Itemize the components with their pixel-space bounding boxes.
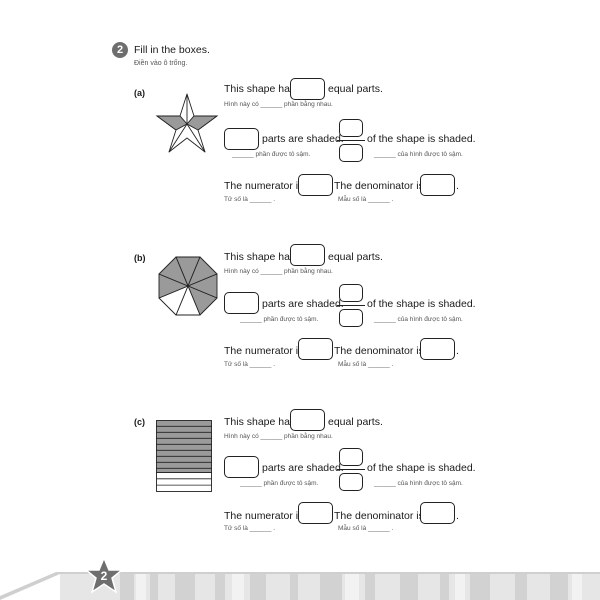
denominator-vi-a: Mẫu số là ______ . — [338, 196, 394, 203]
denominator-text-c: The denominator is — [334, 510, 424, 522]
numerator-vi-a: Tử số là ______ . — [224, 196, 275, 203]
period-b: . — [456, 345, 459, 357]
denominator-text-a: The denominator is — [334, 180, 424, 192]
parts-shaded-vi-b: ______ phần được tô sậm. — [240, 316, 319, 323]
equal-parts-input-c[interactable] — [290, 409, 325, 431]
question-number-badge: 2 — [112, 42, 128, 58]
fraction-bar-c — [337, 469, 365, 470]
equal-parts-input-b[interactable] — [290, 244, 325, 266]
octagon-shape — [158, 256, 218, 316]
numerator-text-a: The numerator is — [224, 180, 304, 192]
equal-parts-text-c: equal parts. — [328, 416, 383, 428]
star-badge-icon — [84, 556, 124, 594]
numerator-input-a[interactable] — [298, 174, 333, 196]
denominator-vi-b: Mẫu số là ______ . — [338, 361, 394, 368]
denominator-input-a[interactable] — [420, 174, 455, 196]
shape-has-text-a: This shape has — [224, 83, 296, 95]
denominator-input-c[interactable] — [420, 502, 455, 524]
of-shape-shaded-vi-a: ______ của hình được tô sậm. — [374, 151, 463, 158]
footer-strip — [0, 572, 600, 600]
denominator-input-b[interactable] — [420, 338, 455, 360]
fraction-numerator-input-a[interactable] — [339, 119, 363, 137]
equal-parts-input-a[interactable] — [290, 78, 325, 100]
of-shape-shaded-text-c: of the shape is shaded. — [367, 462, 476, 474]
of-shape-shaded-vi-c: ______ của hình được tô sậm. — [374, 480, 463, 487]
part-c-label: (c) — [134, 417, 145, 427]
of-shape-shaded-vi-b: ______ của hình được tô sậm. — [374, 316, 463, 323]
parts-shaded-text-c: parts are shaded. — [262, 462, 344, 474]
fraction-denominator-input-c[interactable] — [339, 473, 363, 491]
numerator-text-c: The numerator is — [224, 510, 304, 522]
period-a: . — [456, 180, 459, 192]
numerator-input-b[interactable] — [298, 338, 333, 360]
fraction-bar-a — [337, 140, 365, 141]
period-c: . — [456, 510, 459, 522]
of-shape-shaded-text-b: of the shape is shaded. — [367, 298, 476, 310]
star-shape — [155, 93, 219, 153]
part-b-label: (b) — [134, 253, 146, 263]
shape-has-text-c: This shape has — [224, 416, 296, 428]
numerator-vi-b: Tử số là ______ . — [224, 361, 275, 368]
shaded-parts-input-a[interactable] — [224, 128, 259, 150]
shaded-parts-input-b[interactable] — [224, 292, 259, 314]
fraction-numerator-input-b[interactable] — [339, 284, 363, 302]
shaded-parts-input-c[interactable] — [224, 456, 259, 478]
shape-has-text-b: This shape has — [224, 251, 296, 263]
parts-shaded-text-a: parts are shaded. — [262, 133, 344, 145]
parts-shaded-text-b: parts are shaded. — [262, 298, 344, 310]
part-a-label: (a) — [134, 88, 145, 98]
denominator-text-b: The denominator is — [334, 345, 424, 357]
rectangle-strips-shape — [156, 420, 212, 492]
fraction-bar-b — [337, 305, 365, 306]
fraction-numerator-input-c[interactable] — [339, 448, 363, 466]
equal-parts-text-b: equal parts. — [328, 251, 383, 263]
shape-has-vi-b: Hình này có ______ phần bằng nhau. — [224, 268, 333, 275]
question-subtitle: Điền vào ô trống. — [134, 60, 188, 67]
parts-shaded-vi-c: ______ phần được tô sậm. — [240, 480, 319, 487]
denominator-vi-c: Mẫu số là ______ . — [338, 525, 394, 532]
equal-parts-text-a: equal parts. — [328, 83, 383, 95]
question-title: Fill in the boxes. — [134, 44, 210, 56]
of-shape-shaded-text-a: of the shape is shaded. — [367, 133, 476, 145]
shape-has-vi-a: Hình này có ______ phần bằng nhau. — [224, 101, 333, 108]
numerator-vi-c: Tử số là ______ . — [224, 525, 275, 532]
fraction-denominator-input-b[interactable] — [339, 309, 363, 327]
fraction-denominator-input-a[interactable] — [339, 144, 363, 162]
shape-has-vi-c: Hình này có ______ phần bằng nhau. — [224, 433, 333, 440]
page-number: 2 — [100, 569, 108, 583]
numerator-input-c[interactable] — [298, 502, 333, 524]
parts-shaded-vi-a: ______ phần được tô sậm. — [232, 151, 311, 158]
numerator-text-b: The numerator is — [224, 345, 304, 357]
